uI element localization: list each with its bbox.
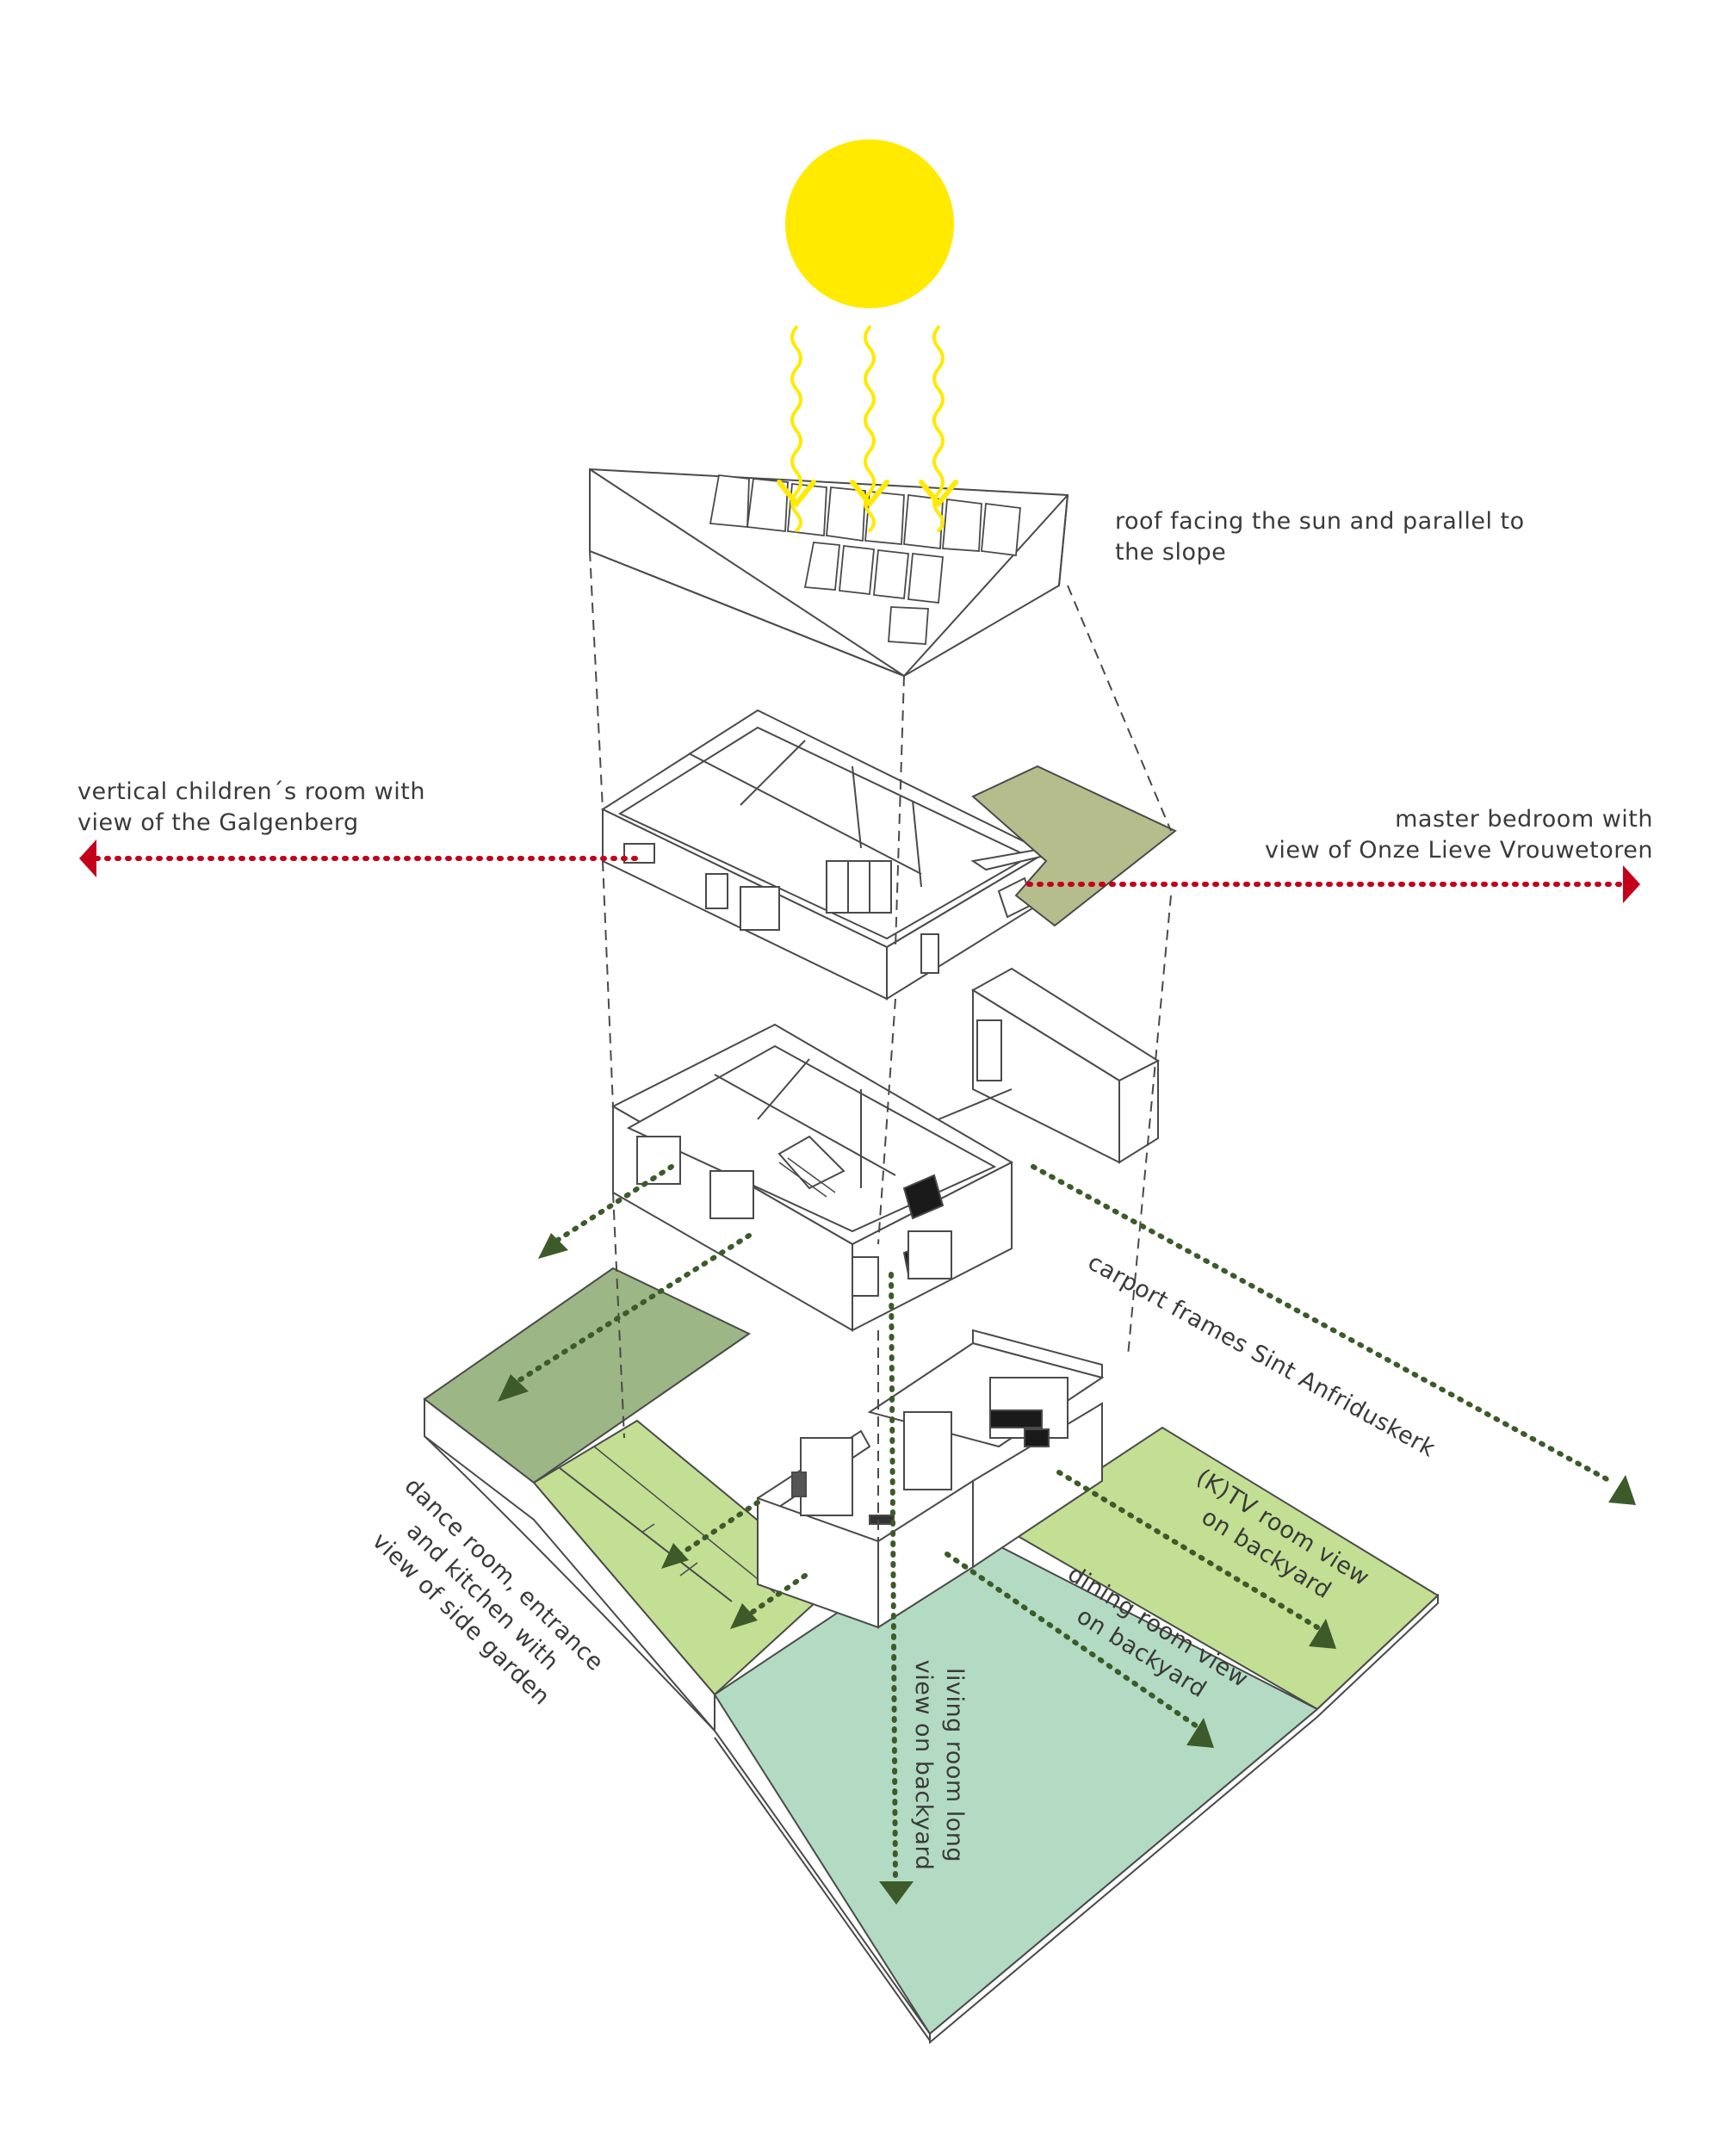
arrowhead-icon (538, 1233, 568, 1259)
living-room-label: living room long view on backyard (910, 1659, 968, 1871)
sun-arrowhead-icon (777, 480, 816, 508)
red-view-arrows (79, 839, 1640, 903)
second-floor (600, 709, 1177, 1001)
ktv-room-view-arrow (1056, 1470, 1320, 1630)
sun-rays (777, 325, 958, 532)
dining-room-view-arrow (945, 1552, 1199, 1729)
sun-icon (785, 139, 954, 308)
arrowhead-icon (1608, 1475, 1636, 1505)
roof (589, 468, 1069, 678)
master-bedroom-label: master bedroom with view of Onze Lieve V… (1264, 806, 1653, 864)
roof-label: roof facing the sun and parallel to the … (1115, 508, 1525, 566)
sun-arrowhead-icon (850, 480, 889, 508)
green-arrowheads (498, 1233, 1636, 1905)
first-floor-left-view-arrow (555, 1164, 674, 1242)
arrowhead-icon (1309, 1619, 1336, 1649)
master-bedroom-terrace (971, 765, 1177, 927)
children-view-arrowhead-icon (79, 839, 96, 877)
arrowhead-icon (879, 1881, 914, 1905)
solar-panels (709, 474, 1021, 645)
arrowhead-icon (730, 1603, 758, 1629)
ground-floor-block (756, 1329, 1105, 1629)
dance-room-view-arrow-2 (746, 1573, 808, 1617)
side-garden-view-arrow (514, 1233, 752, 1385)
living-room-view-arrow (889, 1272, 898, 1884)
arrowhead-icon (1186, 1718, 1214, 1748)
green-view-arrows (514, 1164, 1613, 1884)
plinth-right-face (929, 1593, 1439, 2045)
projection-lines (589, 550, 1172, 1541)
master-view-arrowhead-icon (1623, 865, 1640, 903)
children-room-label: vertical children´s room with view of th… (77, 778, 425, 836)
arrowhead-icon (661, 1543, 689, 1569)
arrowhead-icon (498, 1374, 529, 1402)
sun-arrowhead-icon (919, 480, 958, 508)
first-floor (610, 967, 1161, 1332)
carport-view-arrow (1031, 1164, 1613, 1484)
